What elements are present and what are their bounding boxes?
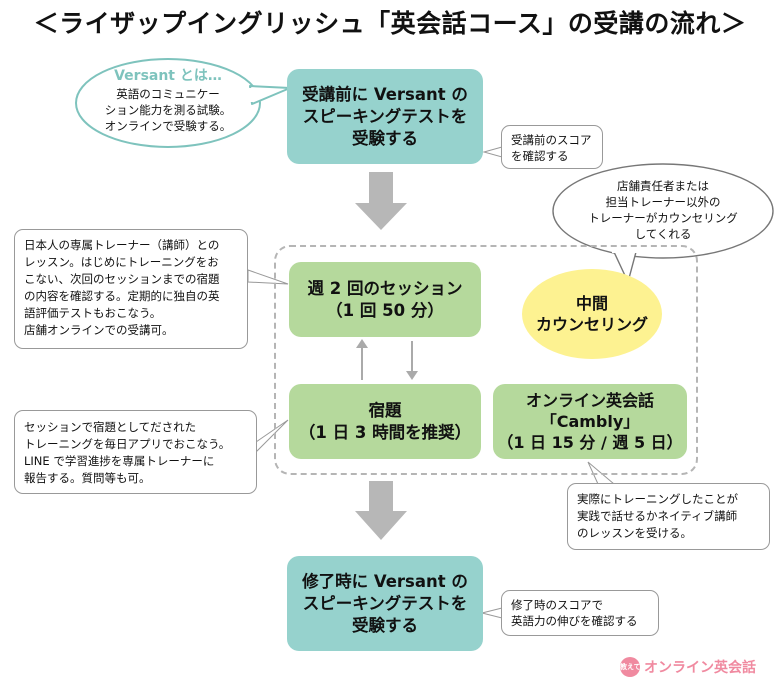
online-line-1: オンライン英会話 xyxy=(525,391,654,410)
up-arrow-head xyxy=(356,339,368,348)
trainer-note: 日本人の専属トレーナー（講師）との レッスン。はじめにトレーニングをお こない、… xyxy=(14,229,248,349)
homework-note: セッションで宿題としてだされた トレーニングを毎日アプリでおこなう。 LINE … xyxy=(14,410,257,494)
logo-text: オンライン英会話 xyxy=(644,660,756,676)
post-score-note: 修了時のスコアで 英語力の伸びを確認する xyxy=(501,590,659,636)
online-note: 実際にトレーニングしたことが 実践で話せるかネイティブ講師 のレッスンを受ける。 xyxy=(567,483,770,550)
online-line-3: （1 日 15 分 / 週 5 日） xyxy=(497,433,683,452)
versant-bubble-tail xyxy=(249,85,291,105)
pre-test-line-1: 受講前に Versant の xyxy=(302,84,468,104)
online-box: オンライン英会話 「Cambly」 （1 日 15 分 / 週 5 日） xyxy=(493,384,687,459)
versant-bubble-shape xyxy=(75,58,261,148)
post-score-line-2: 英語力の伸びを確認する xyxy=(511,614,638,628)
homework-detail-line-3: LINE で学習進捗を専属トレーナーに xyxy=(24,454,215,468)
versant-line-3: オンラインで受験する。 xyxy=(104,119,232,133)
manager-line-3: トレーナーがカウンセリング xyxy=(588,211,738,225)
counseling-ellipse xyxy=(522,269,662,359)
trainer-line-3: こない、次回のセッションまでの宿題 xyxy=(24,272,220,286)
down-arrow-head xyxy=(406,371,418,380)
homework-detail-line-1: セッションで宿題としてだされた xyxy=(24,420,197,434)
manager-line-2: 担当トレーナー以外の xyxy=(605,195,721,209)
homework-detail-line-2: トレーニングを毎日アプリでおこなう。 xyxy=(24,437,231,451)
online-detail-line-3: のレッスンを受ける。 xyxy=(577,526,692,540)
trainer-tail xyxy=(247,269,289,285)
counseling-line-1: 中間 xyxy=(575,294,608,313)
page-title: ＜ライザップイングリッシュ「英会話コース」の受講の流れ＞ xyxy=(33,9,747,38)
trainer-line-2: レッスン。はじめにトレーニングをお xyxy=(24,255,219,269)
online-line-2: 「Cambly」 xyxy=(540,412,640,431)
manager-bubble-shape xyxy=(552,163,774,259)
logo-badge: 教えて! xyxy=(620,657,640,677)
post-score-tail xyxy=(481,607,503,619)
counseling-label: 中間 カウンセリング xyxy=(522,293,662,335)
pre-test-line-2: スピーキングテストを xyxy=(302,106,468,126)
post-test-line-1: 修了時に Versant の xyxy=(302,571,468,591)
pre-score-note: 受講前のスコア を確認する xyxy=(501,125,603,169)
versant-line-2: ション能力を測る試験。 xyxy=(104,103,232,117)
pre-score-line-1: 受講前のスコア xyxy=(511,133,592,147)
down-arrow-2 xyxy=(355,481,407,540)
homework-detail-line-4: 報告する。質問等も可。 xyxy=(24,471,151,485)
post-test-line-3: 受験する xyxy=(352,615,418,635)
weekly-cycle-frame xyxy=(274,245,698,475)
post-score-line-1: 修了時のスコアで xyxy=(511,598,603,612)
sessions-line-1: 週 2 回のセッション xyxy=(307,278,463,298)
homework-line-1: 宿題 xyxy=(368,400,402,420)
pre-score-line-2: を確認する xyxy=(511,149,569,163)
trainer-line-1: 日本人の専属トレーナー（講師）との xyxy=(24,238,220,252)
versant-heading: Versant とは… xyxy=(114,68,222,84)
online-detail-line-1: 実際にトレーニングしたことが xyxy=(577,492,738,506)
pre-score-tail xyxy=(482,146,503,158)
manager-bubble-text: 店舗責任者または 担当トレーナー以外の トレーナーがカウンセリング してくれる xyxy=(560,178,766,242)
manager-line-4: してくれる xyxy=(634,227,692,241)
trainer-line-6: 店舗オンラインでの受講可。 xyxy=(24,323,174,337)
versant-line-1: 英語のコミュニケー xyxy=(116,87,220,101)
sessions-line-2: （1 回 50 分） xyxy=(326,300,444,320)
site-logo: 教えて! オンライン英会話 xyxy=(620,657,756,677)
pre-test-line-3: 受験する xyxy=(352,128,418,148)
post-test-box: 修了時に Versant の スピーキングテストを 受験する xyxy=(287,556,483,651)
pre-test-box: 受講前に Versant の スピーキングテストを 受験する xyxy=(287,69,483,164)
post-test-line-2: スピーキングテストを xyxy=(302,593,468,613)
sessions-box: 週 2 回のセッション （1 回 50 分） xyxy=(289,262,481,337)
manager-line-1: 店舗責任者または xyxy=(617,179,709,193)
trainer-line-5: 語評価テストもおこなう。 xyxy=(24,306,162,320)
versant-bubble-text: Versant とは… 英語のコミュニケー ション能力を測る試験。 オンラインで… xyxy=(86,66,250,134)
trainer-line-4: の内容を確認する。定期的に独自の英 xyxy=(24,289,220,303)
homework-box: 宿題 （1 日 3 時間を推奨） xyxy=(289,384,481,459)
counseling-line-2: カウンセリング xyxy=(535,315,648,334)
down-arrow-1 xyxy=(355,172,407,230)
online-detail-line-2: 実践で話せるかネイティブ講師 xyxy=(577,509,738,523)
homework-line-2: （1 日 3 時間を推奨） xyxy=(298,422,472,442)
